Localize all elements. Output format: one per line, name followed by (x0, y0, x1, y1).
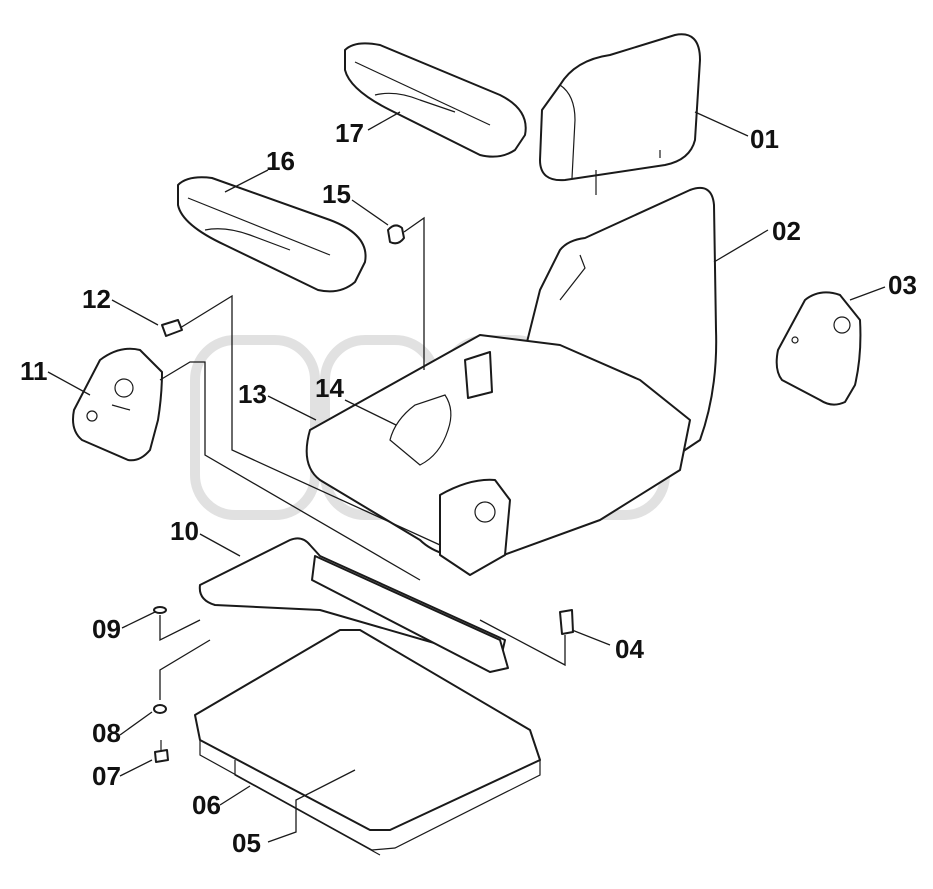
leader-16 (224, 169, 269, 193)
part-seat-cushion (305, 334, 691, 576)
leader-02 (713, 229, 769, 263)
leader-14 (344, 399, 397, 426)
callout-07: 07 (92, 761, 121, 791)
leader-01 (694, 111, 749, 137)
part-armrest-upper (344, 42, 527, 158)
leader-lines (47, 111, 886, 843)
leader-15 (351, 199, 425, 370)
part-side-cover-left (72, 347, 163, 462)
leader-12 (111, 294, 441, 546)
part-headrest (539, 33, 701, 195)
part-washer-08 (153, 704, 167, 714)
callout-04: 04 (615, 634, 644, 664)
callout-13: 13 (238, 379, 267, 409)
leader-11 (47, 361, 421, 581)
leader-03 (849, 286, 886, 301)
callout-15: 15 (322, 179, 351, 209)
callout-03: 03 (888, 270, 917, 300)
leader-08 (119, 639, 211, 736)
part-base (194, 629, 541, 856)
part-washer-09 (153, 606, 167, 614)
callout-01: 01 (750, 124, 779, 154)
part-bolt-07 (154, 740, 169, 763)
callout-11: 11 (20, 356, 48, 386)
callout-16: 16 (266, 146, 295, 176)
callout-10: 10 (170, 516, 199, 546)
callout-14: 14 (315, 373, 344, 403)
callout-02: 02 (772, 216, 801, 246)
part-screw-04 (559, 609, 574, 635)
leader-09 (121, 611, 201, 642)
part-armrest-lower (177, 176, 367, 293)
callout-12: 12 (82, 284, 111, 314)
leader-04 (479, 619, 611, 667)
callout-17: 17 (335, 118, 364, 148)
part-side-cover-right (775, 291, 862, 406)
callout-06: 06 (192, 790, 221, 820)
callout-labels: 01 02 03 04 05 06 07 08 09 10 11 12 13 1… (20, 118, 917, 858)
leader-07 (119, 759, 153, 777)
callout-08: 08 (92, 718, 121, 748)
leader-06 (219, 785, 251, 806)
part-bolt-12 (161, 319, 183, 337)
part-knob (387, 224, 405, 245)
leader-13 (267, 395, 317, 421)
callout-05: 05 (232, 828, 261, 858)
watermark-letter-1 (190, 335, 320, 520)
part-frame (198, 537, 509, 673)
leader-05 (267, 769, 356, 843)
leader-17 (367, 111, 401, 131)
callout-09: 09 (92, 614, 121, 644)
leader-10 (199, 533, 241, 557)
